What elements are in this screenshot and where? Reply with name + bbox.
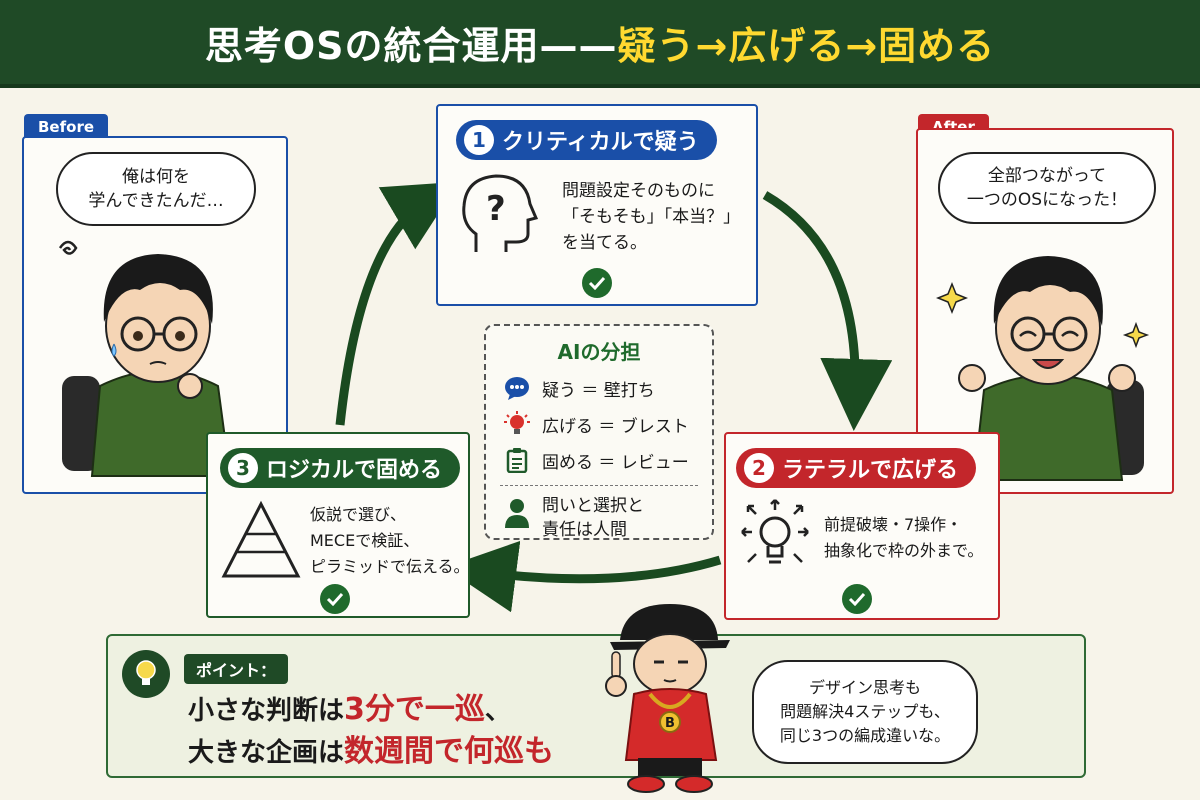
lightbulb-icon	[504, 411, 530, 437]
ai-role-title: AIの分担	[557, 340, 641, 364]
after-speech-bubble: 全部つながって 一つのOSになった！	[938, 152, 1156, 224]
step-2-label-pill: 2 ラテラルで広げる	[736, 448, 977, 488]
head-question-icon: ?	[462, 174, 538, 252]
before-character-illustration	[58, 240, 232, 477]
point-line-2: 大きな企画は数週間で何巡も	[188, 734, 555, 769]
point-line-1: 小さな判断は3分で一巡、	[188, 692, 511, 727]
arrow-3-to-1	[335, 181, 460, 426]
arrow-2-to-3	[444, 540, 722, 613]
mentor-character-illustration: B	[605, 604, 730, 793]
clipboard-icon	[504, 447, 530, 473]
arrow-1-to-2	[762, 191, 893, 431]
check-icon	[582, 268, 612, 298]
point-label: ポイント：	[184, 654, 289, 684]
step-3-number: 3	[228, 453, 258, 483]
ai-row-human: 問いと選択と 責任は人間	[486, 486, 712, 542]
check-icon	[842, 584, 872, 614]
before-tag: Before	[24, 114, 109, 140]
mentor-speech-bubble: デザイン思考も 問題解決4ステップも、 同じ3つの編成違いな。	[752, 660, 978, 764]
lightbulb-burst-icon	[741, 499, 809, 564]
ai-row-question: 疑う ＝ 壁打ち	[504, 375, 712, 401]
person-icon	[504, 499, 530, 528]
chat-bubble-icon	[504, 375, 530, 401]
pyramid-icon	[221, 500, 301, 578]
ai-row-expand: 広げる ＝ ブレスト	[504, 411, 712, 437]
step-3-description: 仮説で選び、 MECEで検証、 ピラミッドで伝える。	[310, 505, 470, 576]
step-1-label-pill: 1 クリティカルで疑う	[456, 120, 717, 160]
check-icon	[320, 584, 350, 614]
page-title: 思考OSの統合運用——疑う→広げる→固める	[204, 23, 996, 68]
ai-row-solidify: 固める ＝ レビュー	[504, 447, 712, 473]
step-3-label-pill: 3 ロジカルで固める	[220, 448, 461, 488]
confused-swirl-icon	[58, 240, 78, 255]
ai-role-box: AIの分担 疑う ＝ 壁打ち 広げる ＝ ブレスト 固める ＝ レビュー 問いと…	[484, 324, 714, 540]
header-bar: 思考OSの統合運用——疑う→広げる→固める	[0, 0, 1200, 88]
step-2-number: 2	[744, 453, 774, 483]
before-speech-bubble: 俺は何を 学んできたんだ…	[56, 152, 256, 226]
svg-text:B: B	[665, 716, 675, 731]
step-2-description: 前提破壊・7操作・ 抽象化で枠の外まで。	[824, 515, 984, 560]
svg-text:?: ?	[486, 189, 506, 229]
point-lightbulb-icon	[122, 650, 170, 698]
after-character-illustration	[935, 256, 1150, 481]
step-1-number: 1	[464, 125, 494, 155]
sparkle-icon	[1122, 321, 1150, 349]
sparkle-icon	[935, 281, 969, 315]
step-1-description: 問題設定そのものに 「そもそも」「本当？」 を当てる。	[562, 181, 741, 253]
